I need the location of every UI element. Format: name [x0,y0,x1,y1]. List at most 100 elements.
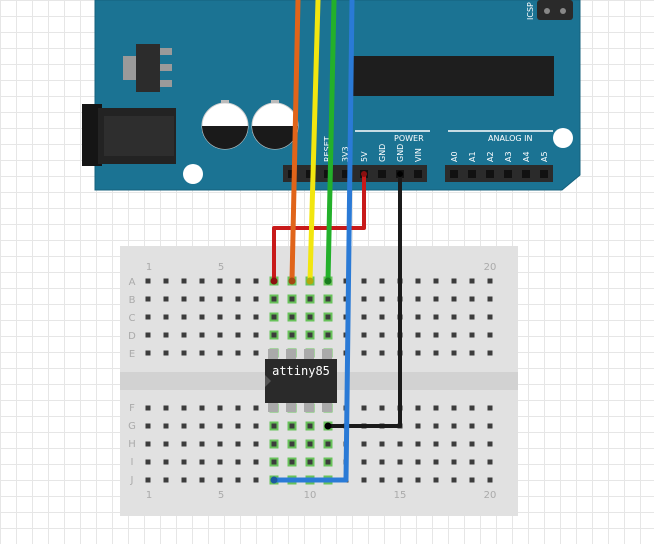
power-pin-label-gnd: GND [396,144,405,162]
breadboard-hole [451,423,457,429]
header-pin [540,170,548,178]
breadboard-hole [235,405,241,411]
header-pin [522,170,530,178]
board-chip-strip [350,56,554,96]
breadboard-hole [433,459,439,465]
breadboard-hole [217,423,223,429]
breadboard-hole [235,423,241,429]
breadboard-hole [379,405,385,411]
breadboard-hole [415,296,421,302]
breadboard-hole [181,477,187,483]
wire-blue [271,0,355,483]
row-label: F [129,403,135,414]
breadboard-hole [433,296,439,302]
breadboard-hole [145,441,151,447]
breadboard-hole [415,441,421,447]
breadboard-hole [199,423,205,429]
breadboard-hole [163,459,169,465]
breadboard-hole [487,278,493,284]
chip-label: attiny85 [272,364,330,378]
breadboard-hole [253,441,259,447]
breadboard-hole [307,332,313,338]
breadboard-hole [145,314,151,320]
row-label: G [128,421,136,432]
breadboard-hole [307,423,313,429]
breadboard-hole [163,350,169,356]
col-label: 20 [484,490,497,501]
breadboard-hole [253,332,259,338]
wire-endpoint [270,277,278,285]
analog-pin-label-a1: A1 [468,151,477,162]
breadboard-hole [217,459,223,465]
breadboard-hole [217,332,223,338]
breadboard-hole [199,459,205,465]
breadboard-hole [379,441,385,447]
breadboard-hole [361,405,367,411]
breadboard-hole [271,332,277,338]
breadboard-hole [487,423,493,429]
breadboard-hole [433,423,439,429]
wire-yellow [307,0,321,284]
breadboard-hole [415,405,421,411]
breadboard-hole [181,278,187,284]
breadboard-hole [325,441,331,447]
breadboard-hole [469,332,475,338]
breadboard-hole [217,296,223,302]
breadboard-hole [379,477,385,483]
col-label: 10 [304,490,317,501]
wire-endpoint [361,171,367,177]
header-pin [486,170,494,178]
col-label: 15 [394,490,407,501]
breadboard-hole [433,278,439,284]
breadboard-hole [451,477,457,483]
breadboard-hole [145,477,151,483]
analog-in-label: ANALOG IN [488,134,533,143]
breadboard-hole [469,278,475,284]
analog-pin-label-a4: A4 [522,151,531,162]
breadboard-hole [487,477,493,483]
attiny85-chip: attiny85 [265,349,337,412]
row-label: I [131,457,134,468]
breadboard-hole [145,423,151,429]
breadboard-hole [451,405,457,411]
breadboard-hole [379,350,385,356]
power-pin-label-gnd: GND [378,144,387,162]
breadboard-hole [307,314,313,320]
breadboard-hole [433,441,439,447]
breadboard-hole [361,477,367,483]
breadboard-hole [181,441,187,447]
capacitor [201,100,249,150]
breadboard-hole [361,296,367,302]
wire-endpoint [324,277,332,285]
header-pin [378,170,386,178]
breadboard-hole [487,459,493,465]
breadboard-hole [199,350,205,356]
breadboard-hole [235,278,241,284]
breadboard-hole [181,314,187,320]
header-pin [504,170,512,178]
breadboard-hole [415,332,421,338]
breadboard-hole [145,332,151,338]
breadboard-hole [253,350,259,356]
breadboard-hole [163,278,169,284]
breadboard-hole [433,350,439,356]
breadboard-hole [235,350,241,356]
breadboard-hole [469,459,475,465]
breadboard-hole [361,278,367,284]
wire-orange [289,0,301,284]
breadboard-hole [415,314,421,320]
col-label: 1 [146,262,152,273]
wire-endpoints [270,171,403,484]
breadboard-hole [361,441,367,447]
breadboard-hole [451,296,457,302]
breadboard-hole [397,477,403,483]
breadboard-hole [487,296,493,302]
breadboard-hole [235,441,241,447]
breadboard-hole [235,459,241,465]
row-label: H [128,439,136,450]
breadboard-hole [469,405,475,411]
analog-pin-label-a3: A3 [504,151,513,162]
breadboard-hole [235,477,241,483]
breadboard-hole [163,314,169,320]
breadboard-hole [415,477,421,483]
